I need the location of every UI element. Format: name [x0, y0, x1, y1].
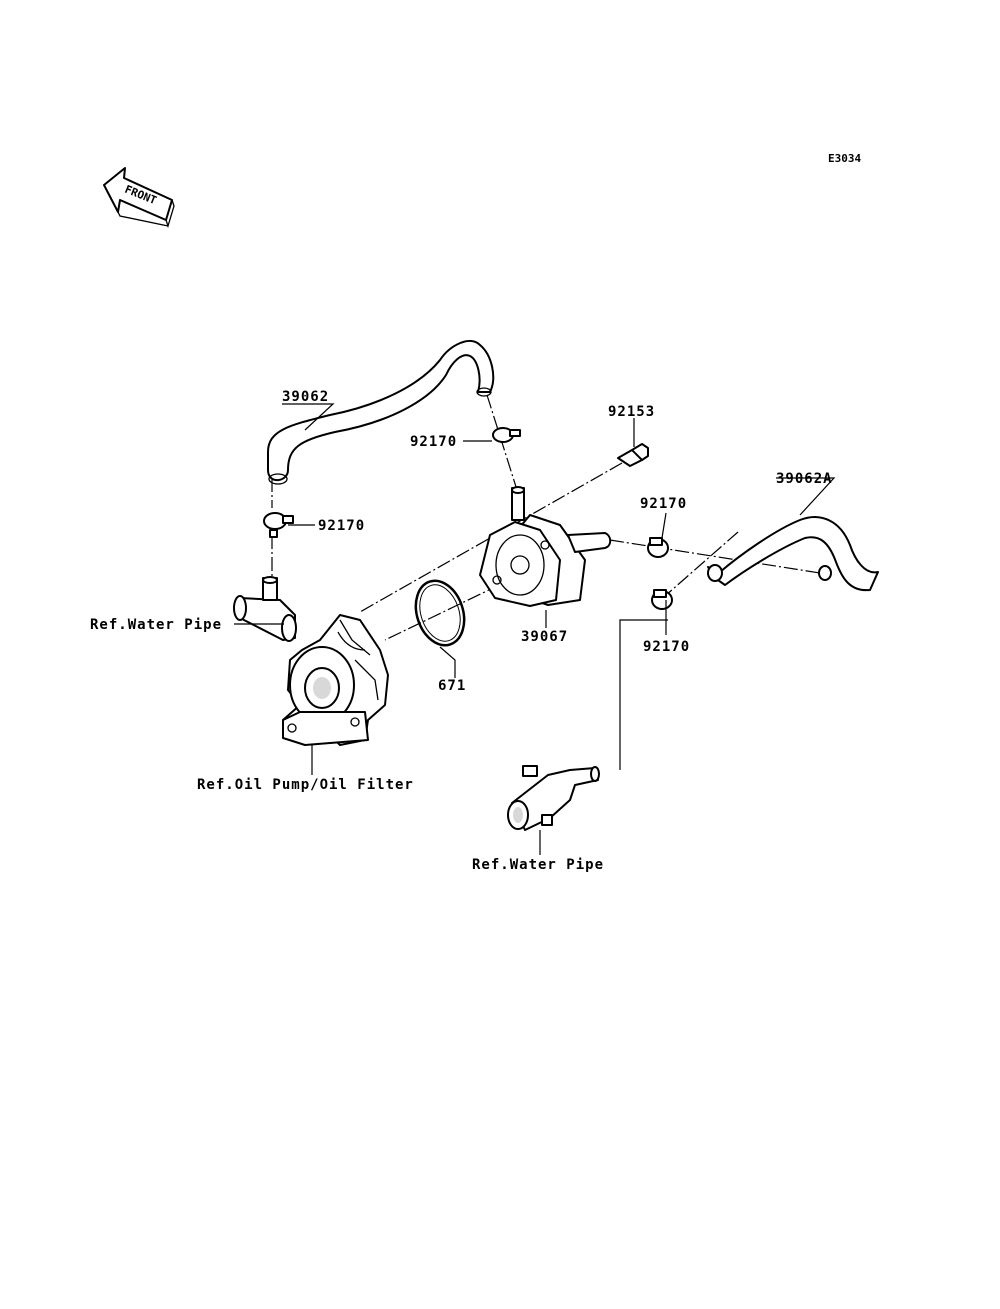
label-ref-oil-pump: Ref.Oil Pump/Oil Filter [197, 777, 414, 793]
clamp-right-upper-icon [647, 537, 669, 558]
label-ref-water-pipe-bottom: Ref.Water Pipe [472, 857, 604, 873]
oil-pump-housing [282, 614, 389, 746]
clamp-left-icon [263, 512, 294, 538]
water-pipe-bottom [507, 765, 600, 831]
label-hose-right: 39062A [776, 471, 833, 487]
clamp-top-icon [492, 427, 521, 443]
diagram-code: E3034 [828, 152, 861, 165]
label-hose-upper: 39062 [282, 389, 329, 405]
clamp-right-lower-icon [651, 589, 673, 610]
bolt-icon [617, 443, 649, 467]
oil-cooler [479, 486, 612, 607]
leader-lines [234, 403, 836, 855]
hose-upper [267, 340, 495, 485]
label-clamp-top: 92170 [410, 434, 457, 450]
label-clamp-left: 92170 [318, 518, 365, 534]
label-clamp-right-upper: 92170 [640, 496, 687, 512]
o-ring-icon [414, 579, 466, 647]
label-ref-water-pipe-left: Ref.Water Pipe [90, 617, 222, 633]
front-arrow-icon: FRONT [103, 167, 175, 229]
label-o-ring: 671 [438, 678, 466, 694]
label-clamp-right-lower: 92170 [643, 639, 690, 655]
hose-right [707, 516, 879, 592]
water-pipe-left [233, 576, 297, 642]
label-oil-cooler: 39067 [521, 629, 568, 645]
label-bolt: 92153 [608, 404, 655, 420]
